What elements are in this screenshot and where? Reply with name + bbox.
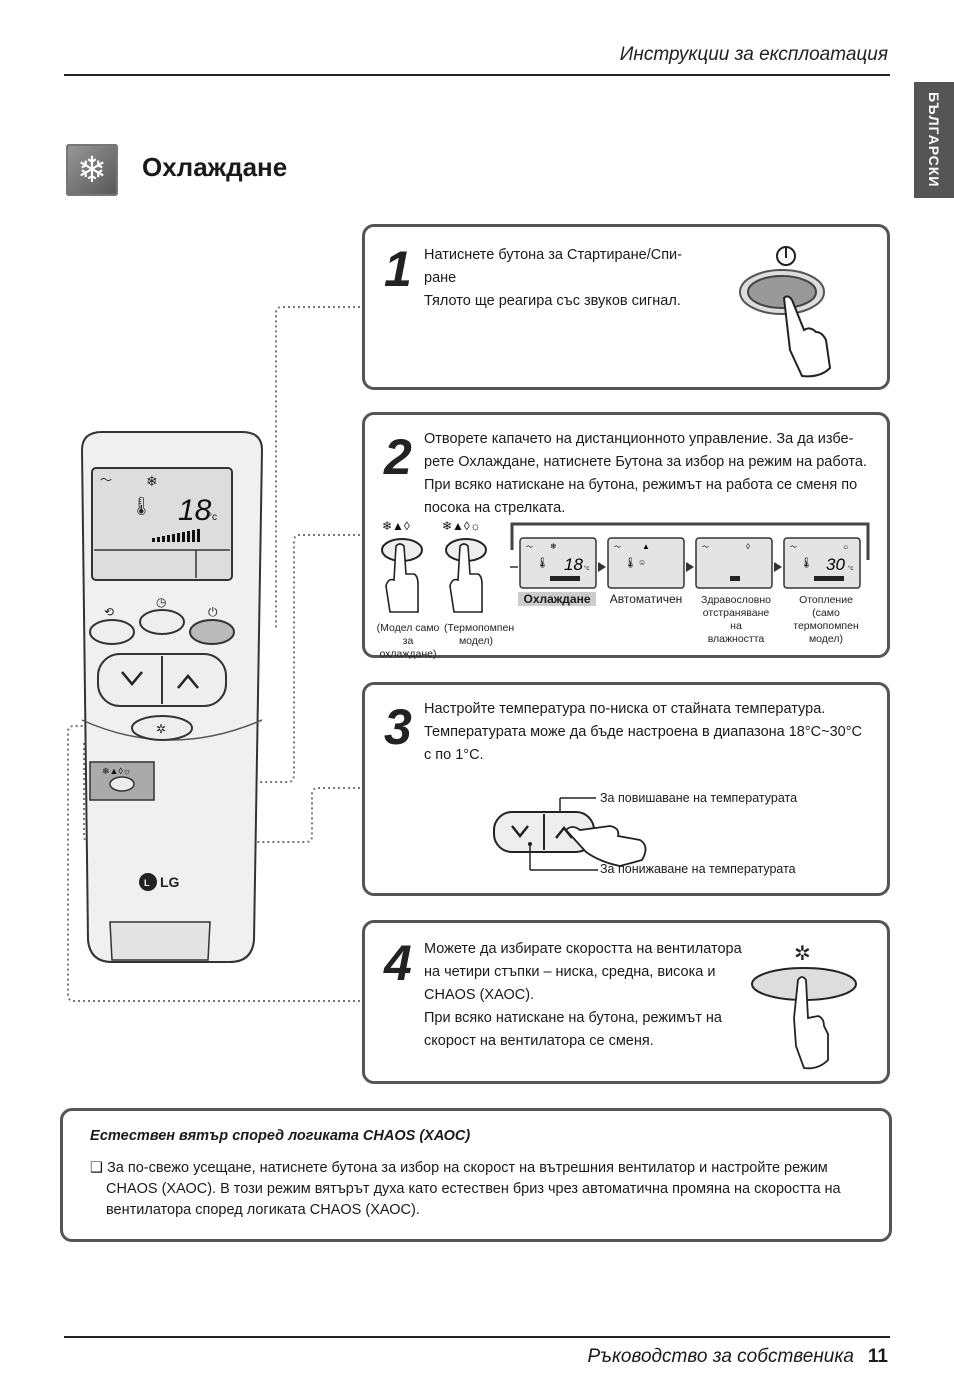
section-title: Охлаждане [142,152,288,182]
step-3-line-3: с по 1°C. [424,747,484,763]
step-4-number: 4 [384,935,412,991]
mode-1-temp: 18 [564,555,583,574]
step-3-text: Настройте температура по-ниска от стайна… [424,698,884,767]
mode-4-temp: 30 [826,555,845,574]
step-1-line-3: Тялото ще реагира със звуков сигнал. [424,293,681,309]
svg-text:☺: ☺ [638,558,646,567]
svg-text:〜: 〜 [790,544,797,551]
svg-text:❄▲◊☼: ❄▲◊☼ [102,766,131,776]
svg-text:🌡: 🌡 [624,557,637,569]
cooling-model-caption: (Модел само за охлаждане) [376,622,440,661]
power-button-illustration [739,246,832,378]
step-2-line-1: Отворете капачето на дистанционното упра… [424,431,854,447]
step-3-line-1: Настройте температура по-ниска от стайна… [424,701,826,717]
chaos-note-line-2: CHAOS (ХАОС). В този режим вятърът духа … [106,1181,841,1197]
step-1-number: 1 [384,241,412,297]
step-2-line-4: посока на стрелката. [424,500,566,516]
heatpump-model-caption-line-2: модел) [458,635,494,647]
svg-text:◷: ◷ [156,595,166,609]
svg-text:〜: 〜 [702,544,709,551]
step-3-number: 3 [384,699,412,755]
svg-text:❄▲◊☼: ❄▲◊☼ [442,519,481,533]
step-2-box [362,412,890,658]
step-2-line-3: При всяко натискане на бутона, режимът н… [424,477,858,493]
fan-icon: ✲ [794,943,811,965]
heatpump-model-caption-line-1: (Термопомпен [444,622,515,634]
svg-text:🌡: 🌡 [800,557,813,569]
temp-down-label: За понижаване на температурата [600,862,796,876]
chaos-note-box [60,1108,892,1242]
svg-text:✲: ✲ [156,722,166,736]
fan-button-illustration: ✲ [751,943,857,1070]
step-4-line-5: скорост на вентилатора се сменя. [424,1033,654,1049]
mode-label-cooling: Охлаждане [518,592,596,606]
step-4-line-4: При всяко натискане на бутона, режимът н… [424,1010,722,1026]
mode-buttons-illustration: ❄▲◊ ❄▲◊☼ [381,519,487,613]
heatpump-model-caption: (Термопомпен модел) [444,622,515,648]
svg-text:〜: 〜 [614,544,621,551]
chaos-note-text: ❑ За по-свежо усещане, натиснете бутона … [90,1158,870,1221]
svg-text:〜: 〜 [100,473,112,487]
cooling-model-caption-line-2: за охлаждане) [379,635,437,660]
snowflake-icon: ❄ [66,144,118,196]
step-1-line-2: ране [424,270,457,286]
display-temp-text: 18 [178,494,212,527]
chaos-note-line-3: вентилатора според логиката CHAOS (ХАОС)… [106,1202,420,1218]
mode-label-dehumidify: Здравословно отстраняване на влажността [696,594,776,646]
svg-text:⏻: ⏻ [208,605,218,619]
svg-text:🌡: 🌡 [536,557,549,569]
mode-label-heating-line-2: (само термопомпен [793,607,859,632]
step-4-line-1: Можете да избирате скоростта на вентилат… [424,941,742,957]
svg-text:❄: ❄ [146,473,158,489]
mode-label-dehumidify-line-2: отстраняване на [702,607,770,632]
footer-title: Ръководство за собственика [587,1346,854,1367]
step-2-line-2: рете Охлаждане, натиснете Бутона за избо… [424,454,867,470]
page-footer: Ръководство за собственика 11 [587,1346,888,1368]
chaos-note-line-1: ❑ За по-свежо усещане, натиснете бутона … [90,1160,828,1176]
mode-label-auto-text: Автоматичен [609,592,683,606]
remote-illustration: 〜 ❄ 🌡 18 °c ⟲ ◷ ⏻ ✲ ❄▲◊☼ L LG [67,306,360,1002]
mode-label-dehumidify-line-1: Здравословно [701,594,771,606]
svg-text:❄: ❄ [550,542,557,551]
step-2-number: 2 [384,429,412,485]
chaos-note-title: Естествен вятър според логиката CHAOS (Х… [90,1128,471,1144]
temperature-buttons-illustration [493,797,647,871]
svg-text:°c: °c [584,566,589,572]
step-1-text: Натиснете бутона за Стартиране/Спи- ране… [424,244,724,313]
footer-rule [64,1336,890,1338]
page-header-title: Инструкции за експлоатация [619,44,888,65]
header-rule [64,74,890,76]
brand-logo-text: LG [160,874,180,890]
step-4-line-3: CHAOS (ХАОС). [424,987,535,1003]
mode-label-heating-line-3: модел) [808,633,844,645]
step-2-text: Отворете капачето на дистанционното упра… [424,428,884,520]
page-number: 11 [867,1346,888,1367]
svg-text:°c: °c [208,512,217,523]
mode-sequence-diagram: 〜❄ 🌡 18 °c 〜▲ 🌡☺ 〜◊ 〜☼ 🌡 30 °c [510,522,870,589]
step-4-text: Можете да избирате скоростта на вентилат… [424,938,754,1053]
cooling-model-caption-line-1: (Модел само [376,622,440,634]
language-tab: БЪЛГАРСКИ [914,82,954,198]
svg-text:🌡: 🌡 [130,496,153,516]
svg-text:◊: ◊ [746,542,750,551]
step-1-line-1: Натиснете бутона за Стартиране/Спи- [424,247,682,263]
svg-text:⟲: ⟲ [104,605,114,619]
svg-text:°c: °c [848,566,853,572]
mode-label-heating: Отопление (само термопомпен модел) [784,594,868,646]
svg-text:〜: 〜 [526,544,533,551]
svg-text:▲: ▲ [642,542,650,551]
temp-up-label: За повишаване на температурата [600,791,798,805]
mode-label-heating-line-1: Отопление [799,594,853,606]
step-4-line-2: на четири стъпки – ниска, средна, висока… [424,964,716,980]
step-3-line-2: Температурата може да бъде настроена в д… [424,724,863,740]
svg-text:❄▲◊: ❄▲◊ [382,519,410,533]
mode-label-auto: Автоматичен [606,592,686,606]
mode-label-cooling-text: Охлаждане [523,592,591,606]
mode-label-dehumidify-line-3: влажността [707,633,765,645]
svg-text:☼: ☼ [842,542,849,551]
svg-text:L: L [144,878,150,888]
